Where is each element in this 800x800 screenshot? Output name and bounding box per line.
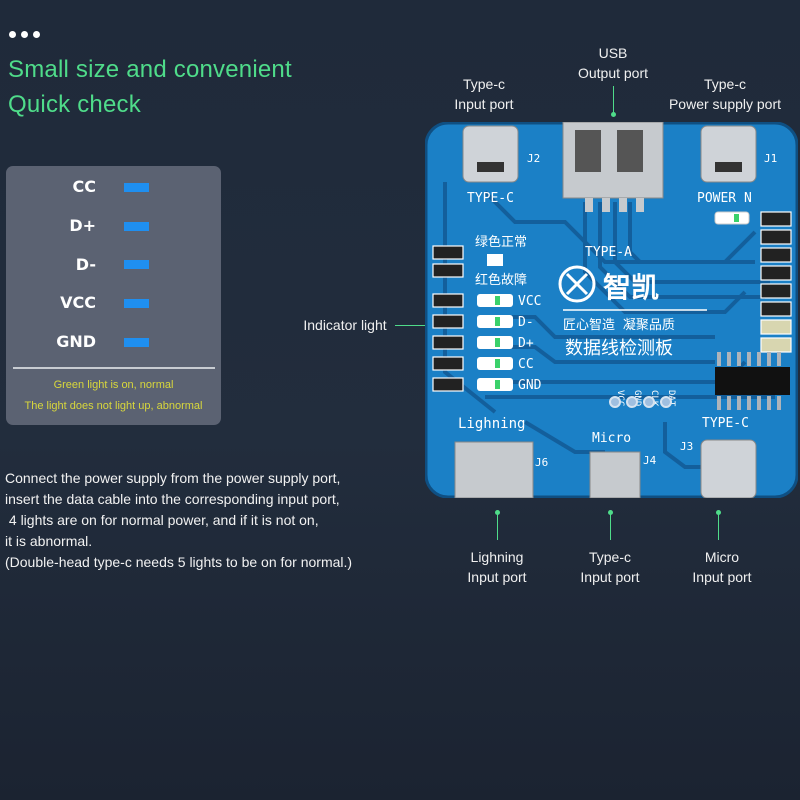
label-type-c-bottom: TYPE-C [702,416,749,431]
signal-label-gnd: GND [56,332,96,351]
instructions: Connect the power supply from the power … [5,468,352,573]
label-j2: J2 [527,152,540,165]
indicator-bar-dminus [124,260,149,269]
instruction-line: Connect the power supply from the power … [5,470,341,486]
callout-indicator: Indicator light [303,317,387,333]
label-j6: J6 [535,456,548,469]
resistors-left [432,245,464,392]
resistor-column [760,211,792,353]
label-power: POWER N [697,191,752,206]
leader-dot [716,510,721,515]
pin-label-dat: DAT [666,390,676,407]
pin-label-gnd: GND [632,390,642,406]
label-lightning: Lighning [458,416,525,432]
usb-a-pins [585,198,644,212]
note-normal: Green light is on, normal [53,379,174,391]
product-name: 数据线检测板 [565,338,673,359]
more-dots-icon [9,31,40,38]
callout-line: Power supply port [668,96,782,112]
callout-typec-power: Type-c Power supply port [669,74,781,114]
instruction-line: it is abnormal. [5,533,93,549]
callout-line: Input port [580,569,640,585]
callout-line: Input port [692,569,752,585]
leader-line [395,325,430,326]
callout-line: Micro [704,549,740,565]
typec-port-j2 [462,125,519,183]
leader-line [613,86,614,114]
callout-line: Type-c [462,76,505,92]
legend-panel: CC D+ D- VCC GND Green light is on, norm… [6,166,221,425]
callout-line: Lighning [470,549,524,565]
indicator-bar-gnd [124,338,149,347]
divider [13,367,215,369]
lightning-port [454,441,534,498]
instruction-line: (Double-head type-c needs 5 lights to be… [5,554,353,570]
micro-usb-port [589,451,641,498]
indicator-bar-dplus [124,222,149,231]
led-label-gnd: GND [518,378,542,393]
leader-line [610,512,611,540]
leader-dot [611,112,616,117]
signal-label-dplus: D+ [69,216,96,235]
brand-name: 智凯 [603,271,659,304]
led-label-vcc: VCC [518,294,541,309]
headline-line2: Quick check [8,91,141,118]
leader-dot [608,510,613,515]
signal-label-vcc: VCC [60,293,96,312]
test-pads [609,396,672,408]
label-j4: J4 [643,454,657,467]
led-label-dplus: D+ [518,336,534,351]
callout-typec-input-top: Type-c Input port [454,74,513,114]
instruction-line: insert the data cable into the correspon… [5,491,340,507]
brand-logo-icon [558,265,596,303]
label-green-normal: 绿色正常 [475,234,527,250]
power-led [714,211,750,225]
pin-label-clk: CLK [649,390,659,407]
headline-line1: Small size and convenient [8,56,292,83]
pcb-board: J2 TYPE-C TYPE-A J1 POWER N 绿色正常 红色故障 VC… [425,122,798,498]
label-red-fault: 红色故障 [475,272,527,288]
status-led [487,254,503,266]
callout-line: Input port [454,96,514,112]
callout-line: Input port [467,569,527,585]
led-label-dminus: D- [518,315,534,330]
typec-port-j3 [700,439,757,498]
callout-usb-output: USB Output port [578,43,648,83]
callout-line: Type-c [703,76,746,92]
indicator-leds [477,294,513,391]
label-type-a: TYPE-A [585,245,632,260]
callout-line: USB [598,45,628,61]
leader-dot [495,510,500,515]
callout-lightning-input: Lighning Input port [467,547,526,587]
label-j1: J1 [764,152,777,165]
callout-line: Type-c [588,549,631,565]
note-abnormal: The light does not light up, abnormal [24,400,203,412]
instruction-line: 4 lights are on for normal power, and if… [5,512,319,528]
callout-typec-input-bottom: Type-c Input port [580,547,639,587]
leader-line [497,512,498,540]
slogan: 匠心智造 凝聚品质 [563,317,675,333]
typec-port-j1 [700,125,757,183]
indicator-bar-cc [124,183,149,192]
signal-label-dminus: D- [75,255,96,274]
ic-chip [715,367,790,395]
label-j3: J3 [680,440,693,453]
label-type-c-top: TYPE-C [467,191,514,206]
leader-line [718,512,719,540]
callout-micro-input: Micro Input port [692,547,751,587]
callout-line: Output port [577,65,649,81]
pin-label-vcc: VCC [615,390,625,406]
label-micro: Micro [592,431,631,446]
led-label-cc: CC [518,357,534,372]
indicator-bar-vcc [124,299,149,308]
signal-label-cc: CC [72,177,96,196]
